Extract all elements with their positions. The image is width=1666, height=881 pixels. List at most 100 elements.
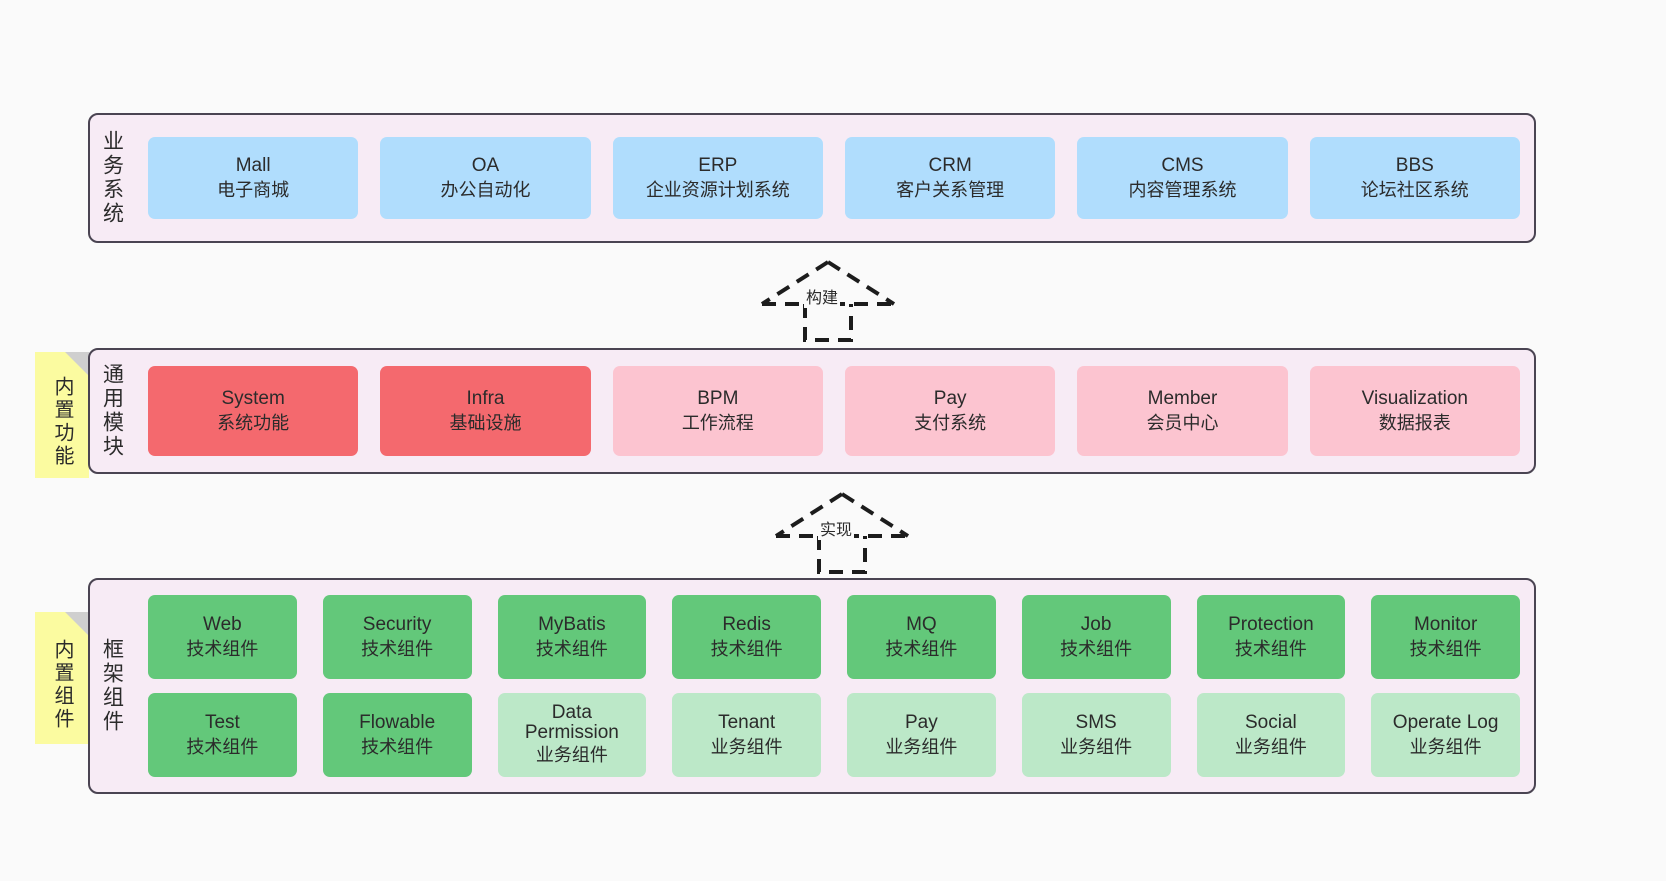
layer-body-common-modules: System 系统功能 Infra 基础设施 BPM 工作流程 Pay 支付系统… — [134, 350, 1534, 472]
card-member[interactable]: Member 会员中心 — [1077, 366, 1288, 456]
layer-body-business-systems: Mall 电子商城 OA 办公自动化 ERP 企业资源计划系统 CRM 客户关系… — [134, 115, 1534, 241]
card-title: CRM — [928, 155, 972, 177]
card-title: Mall — [235, 155, 271, 177]
connector-implement-label: 实现 — [818, 516, 855, 540]
card-title: Pay — [905, 712, 938, 734]
card-web[interactable]: Web 技术组件 — [148, 595, 297, 679]
card-test[interactable]: Test 技术组件 — [148, 693, 297, 777]
card-row: Test 技术组件 Flowable 技术组件 Data Permission … — [148, 693, 1520, 777]
card-visualization[interactable]: Visualization 数据报表 — [1309, 366, 1520, 456]
card-pay-business[interactable]: Pay 业务组件 — [847, 693, 996, 777]
card-operate-log[interactable]: Operate Log 业务组件 — [1371, 693, 1520, 777]
card-system[interactable]: System 系统功能 — [148, 366, 359, 456]
card-data-permission[interactable]: Data Permission 业务组件 — [497, 693, 647, 777]
card-subtitle: 业务组件 — [1409, 736, 1482, 757]
sticky-note-builtin-functions: 内置功能 — [35, 352, 89, 478]
card-social[interactable]: Social 业务组件 — [1196, 693, 1346, 777]
card-erp[interactable]: ERP 企业资源计划系统 — [612, 137, 823, 219]
card-title: Monitor — [1413, 614, 1478, 636]
card-subtitle: 内容管理系统 — [1128, 179, 1237, 200]
card-subtitle: 电子商城 — [217, 179, 290, 200]
card-flowable[interactable]: Flowable 技术组件 — [322, 693, 472, 777]
card-title: Redis — [722, 614, 771, 636]
card-title: Flowable — [359, 712, 436, 734]
card-title: Security — [362, 614, 432, 636]
card-subtitle: 技术组件 — [1234, 638, 1307, 659]
card-row: System 系统功能 Infra 基础设施 BPM 工作流程 Pay 支付系统… — [148, 366, 1520, 456]
sticky-note-builtin-components: 内置组件 — [35, 612, 89, 744]
card-subtitle: 基础设施 — [449, 412, 522, 433]
card-title: MQ — [906, 614, 937, 636]
card-bpm[interactable]: BPM 工作流程 — [612, 366, 823, 456]
card-oa[interactable]: OA 办公自动化 — [380, 137, 591, 219]
card-title: CMS — [1161, 155, 1204, 177]
card-subtitle: 技术组件 — [710, 638, 783, 659]
generalization-arrow-icon — [760, 260, 896, 342]
card-title: OA — [471, 155, 500, 177]
card-subtitle: 工作流程 — [681, 412, 754, 433]
card-subtitle: 客户关系管理 — [896, 179, 1005, 200]
card-title: MyBatis — [538, 614, 606, 636]
card-mall[interactable]: Mall 电子商城 — [148, 137, 359, 219]
connector-implement: 实现 — [772, 490, 912, 574]
card-subtitle: 技术组件 — [1060, 638, 1133, 659]
card-subtitle: 技术组件 — [361, 736, 434, 757]
card-title: Job — [1080, 614, 1112, 636]
card-infra[interactable]: Infra 基础设施 — [380, 366, 591, 456]
card-subtitle: 支付系统 — [914, 412, 987, 433]
card-mq[interactable]: MQ 技术组件 — [847, 595, 996, 679]
card-sms[interactable]: SMS 业务组件 — [1021, 693, 1171, 777]
card-subtitle: 技术组件 — [535, 638, 608, 659]
card-security[interactable]: Security 技术组件 — [322, 595, 472, 679]
layer-common-modules: 通用模块 System 系统功能 Infra 基础设施 BPM 工作流程 Pay… — [88, 348, 1536, 474]
card-job[interactable]: Job 技术组件 — [1021, 595, 1171, 679]
card-redis[interactable]: Redis 技术组件 — [672, 595, 821, 679]
card-subtitle: 技术组件 — [885, 638, 958, 659]
card-title: Operate Log — [1392, 712, 1499, 734]
card-subtitle: 业务组件 — [1060, 736, 1133, 757]
generalization-arrow-icon — [774, 492, 910, 574]
card-cms[interactable]: CMS 内容管理系统 — [1077, 137, 1288, 219]
layer-label-business-systems: 业务系统 — [100, 130, 124, 226]
card-title: Protection — [1228, 614, 1314, 636]
card-monitor[interactable]: Monitor 技术组件 — [1371, 595, 1520, 679]
card-row: Mall 电子商城 OA 办公自动化 ERP 企业资源计划系统 CRM 客户关系… — [148, 137, 1520, 219]
card-title: BBS — [1395, 155, 1434, 177]
card-title: ERP — [698, 155, 738, 177]
card-subtitle: 企业资源计划系统 — [645, 179, 790, 200]
card-bbs[interactable]: BBS 论坛社区系统 — [1309, 137, 1520, 219]
connector-build: 构建 — [758, 258, 898, 342]
card-title: System — [221, 388, 285, 410]
card-title: Web — [203, 614, 242, 636]
card-row: Web 技术组件 Security 技术组件 MyBatis 技术组件 Redi… — [148, 595, 1520, 679]
card-subtitle: 数据报表 — [1378, 412, 1451, 433]
card-subtitle: 系统功能 — [217, 412, 290, 433]
connector-build-label: 构建 — [804, 284, 841, 308]
card-subtitle: 论坛社区系统 — [1360, 179, 1469, 200]
card-subtitle: 业务组件 — [710, 736, 783, 757]
card-title: SMS — [1075, 712, 1117, 734]
fold-corner-icon — [65, 612, 89, 636]
card-title: Social — [1245, 712, 1297, 734]
card-title: Tenant — [718, 712, 776, 734]
card-title: Data Permission — [524, 701, 619, 744]
layer-business-systems: 业务系统 Mall 电子商城 OA 办公自动化 ERP 企业资源计划系统 CRM… — [88, 113, 1536, 243]
card-subtitle: 业务组件 — [1234, 736, 1307, 757]
card-tenant[interactable]: Tenant 业务组件 — [672, 693, 821, 777]
sticky-note-label: 内置功能 — [51, 376, 73, 468]
card-subtitle: 业务组件 — [535, 745, 608, 766]
card-subtitle: 技术组件 — [1409, 638, 1482, 659]
card-subtitle: 办公自动化 — [440, 179, 531, 200]
card-crm[interactable]: CRM 客户关系管理 — [844, 137, 1056, 219]
layer-framework-components: 框架组件 Web 技术组件 Security 技术组件 MyBatis 技术组件… — [88, 578, 1536, 794]
fold-corner-icon — [65, 352, 89, 376]
card-title: Pay — [933, 388, 967, 410]
card-title: Visualization — [1361, 388, 1468, 410]
card-pay[interactable]: Pay 支付系统 — [844, 366, 1056, 456]
card-title: Test — [204, 712, 240, 734]
card-subtitle: 业务组件 — [885, 736, 958, 757]
card-subtitle: 技术组件 — [186, 638, 259, 659]
card-protection[interactable]: Protection 技术组件 — [1196, 595, 1346, 679]
card-mybatis[interactable]: MyBatis 技术组件 — [497, 595, 647, 679]
